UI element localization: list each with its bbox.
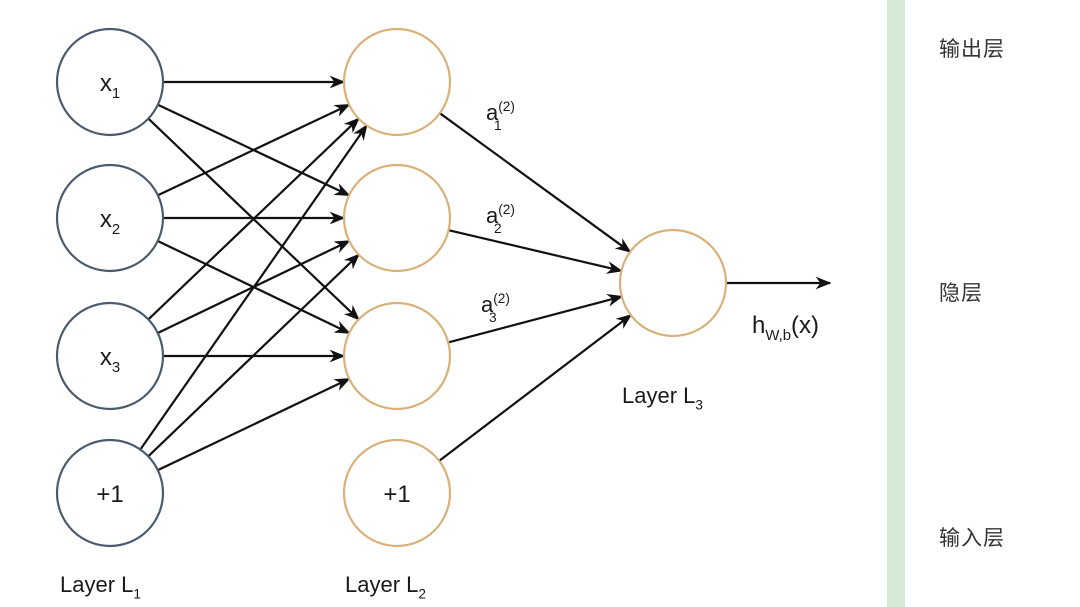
layer-l2-label-base: Layer L	[345, 572, 418, 597]
edge-in4-h3	[157, 377, 351, 472]
input-node-label-3: x3	[100, 344, 120, 376]
activation-label-2-sup: (2)	[498, 202, 515, 217]
edge-in4-h1	[139, 124, 368, 451]
input-node-2	[55, 163, 165, 273]
hidden-node-2	[342, 163, 452, 273]
activation-label-2-base: a	[486, 203, 499, 228]
layer-l3-label: Layer L3	[622, 383, 703, 413]
input-node-label-1-sub: 1	[112, 86, 120, 102]
legend-divider-bar	[887, 0, 905, 607]
output-layer-caption: 输出层	[939, 37, 1005, 61]
activation-label-3-sub: 3	[489, 310, 497, 325]
layer-l1-label: Layer L1	[60, 572, 141, 602]
connection-edges	[139, 75, 832, 472]
input-node-label-2: x2	[100, 206, 120, 238]
activation-label-3: a(2) 3	[481, 291, 510, 325]
hidden-node-label-4: +1	[383, 481, 410, 508]
output-formula-base: h	[752, 312, 765, 339]
activation-label-3-sup: (2)	[493, 291, 510, 306]
hidden-node-1	[342, 27, 452, 137]
input-node-label-2-base: x	[100, 206, 112, 233]
edge-h2-out	[448, 229, 623, 274]
activation-label-1-sub: 1	[494, 118, 502, 133]
activation-label-2: a(2) 2	[486, 202, 515, 236]
layer-l3-label-sub: 3	[695, 398, 703, 413]
layer-l2-label: Layer L2	[345, 572, 426, 602]
hidden-node-label-4-base: +1	[383, 481, 410, 508]
input-node-label-3-sub: 3	[112, 360, 120, 376]
output-node	[618, 228, 728, 338]
activation-label-1-sup: (2)	[498, 99, 515, 114]
activation-label-1: a(2) 1	[486, 99, 515, 133]
input-node-label-1-base: x	[100, 70, 112, 97]
input-node-label-3-base: x	[100, 344, 112, 371]
input-node-label-4-base: +1	[96, 481, 123, 508]
edge-in2-h1	[157, 103, 351, 197]
edge-in4-h2	[147, 253, 360, 458]
hidden-node-3	[342, 301, 452, 411]
output-formula-tail: (x)	[791, 312, 819, 339]
edge-h3-out	[447, 294, 624, 344]
layer-l3-label-base: Layer L	[622, 383, 695, 408]
edge-h1-out	[439, 112, 632, 253]
input-node-1	[55, 27, 165, 137]
edge-h4-out	[438, 314, 633, 462]
edge-in3-h1	[147, 117, 360, 321]
input-node-3	[55, 301, 165, 411]
input-node-label-4: +1	[96, 481, 123, 508]
activation-label-1-base: a	[486, 100, 499, 125]
layer-l2-label-sub: 2	[418, 587, 426, 602]
input-node-label-2-sub: 2	[112, 222, 120, 238]
activation-label-3-base: a	[481, 292, 494, 317]
input-node-label-1: x1	[100, 70, 120, 102]
activation-label-2-sub: 2	[494, 221, 502, 236]
output-formula: hW,b(x)	[752, 312, 819, 344]
output-formula-sub: W,b	[765, 328, 791, 344]
hidden-layer-caption: 隐层	[939, 281, 983, 305]
layer-l1-label-sub: 1	[133, 587, 141, 602]
layer-l1-label-base: Layer L	[60, 572, 133, 597]
input-node-4	[55, 438, 165, 548]
layer-legend-panel: 输出层 隐层 输入层	[887, 0, 1080, 607]
hidden-node-4	[342, 438, 452, 548]
input-layer-caption: 输入层	[939, 526, 1005, 550]
